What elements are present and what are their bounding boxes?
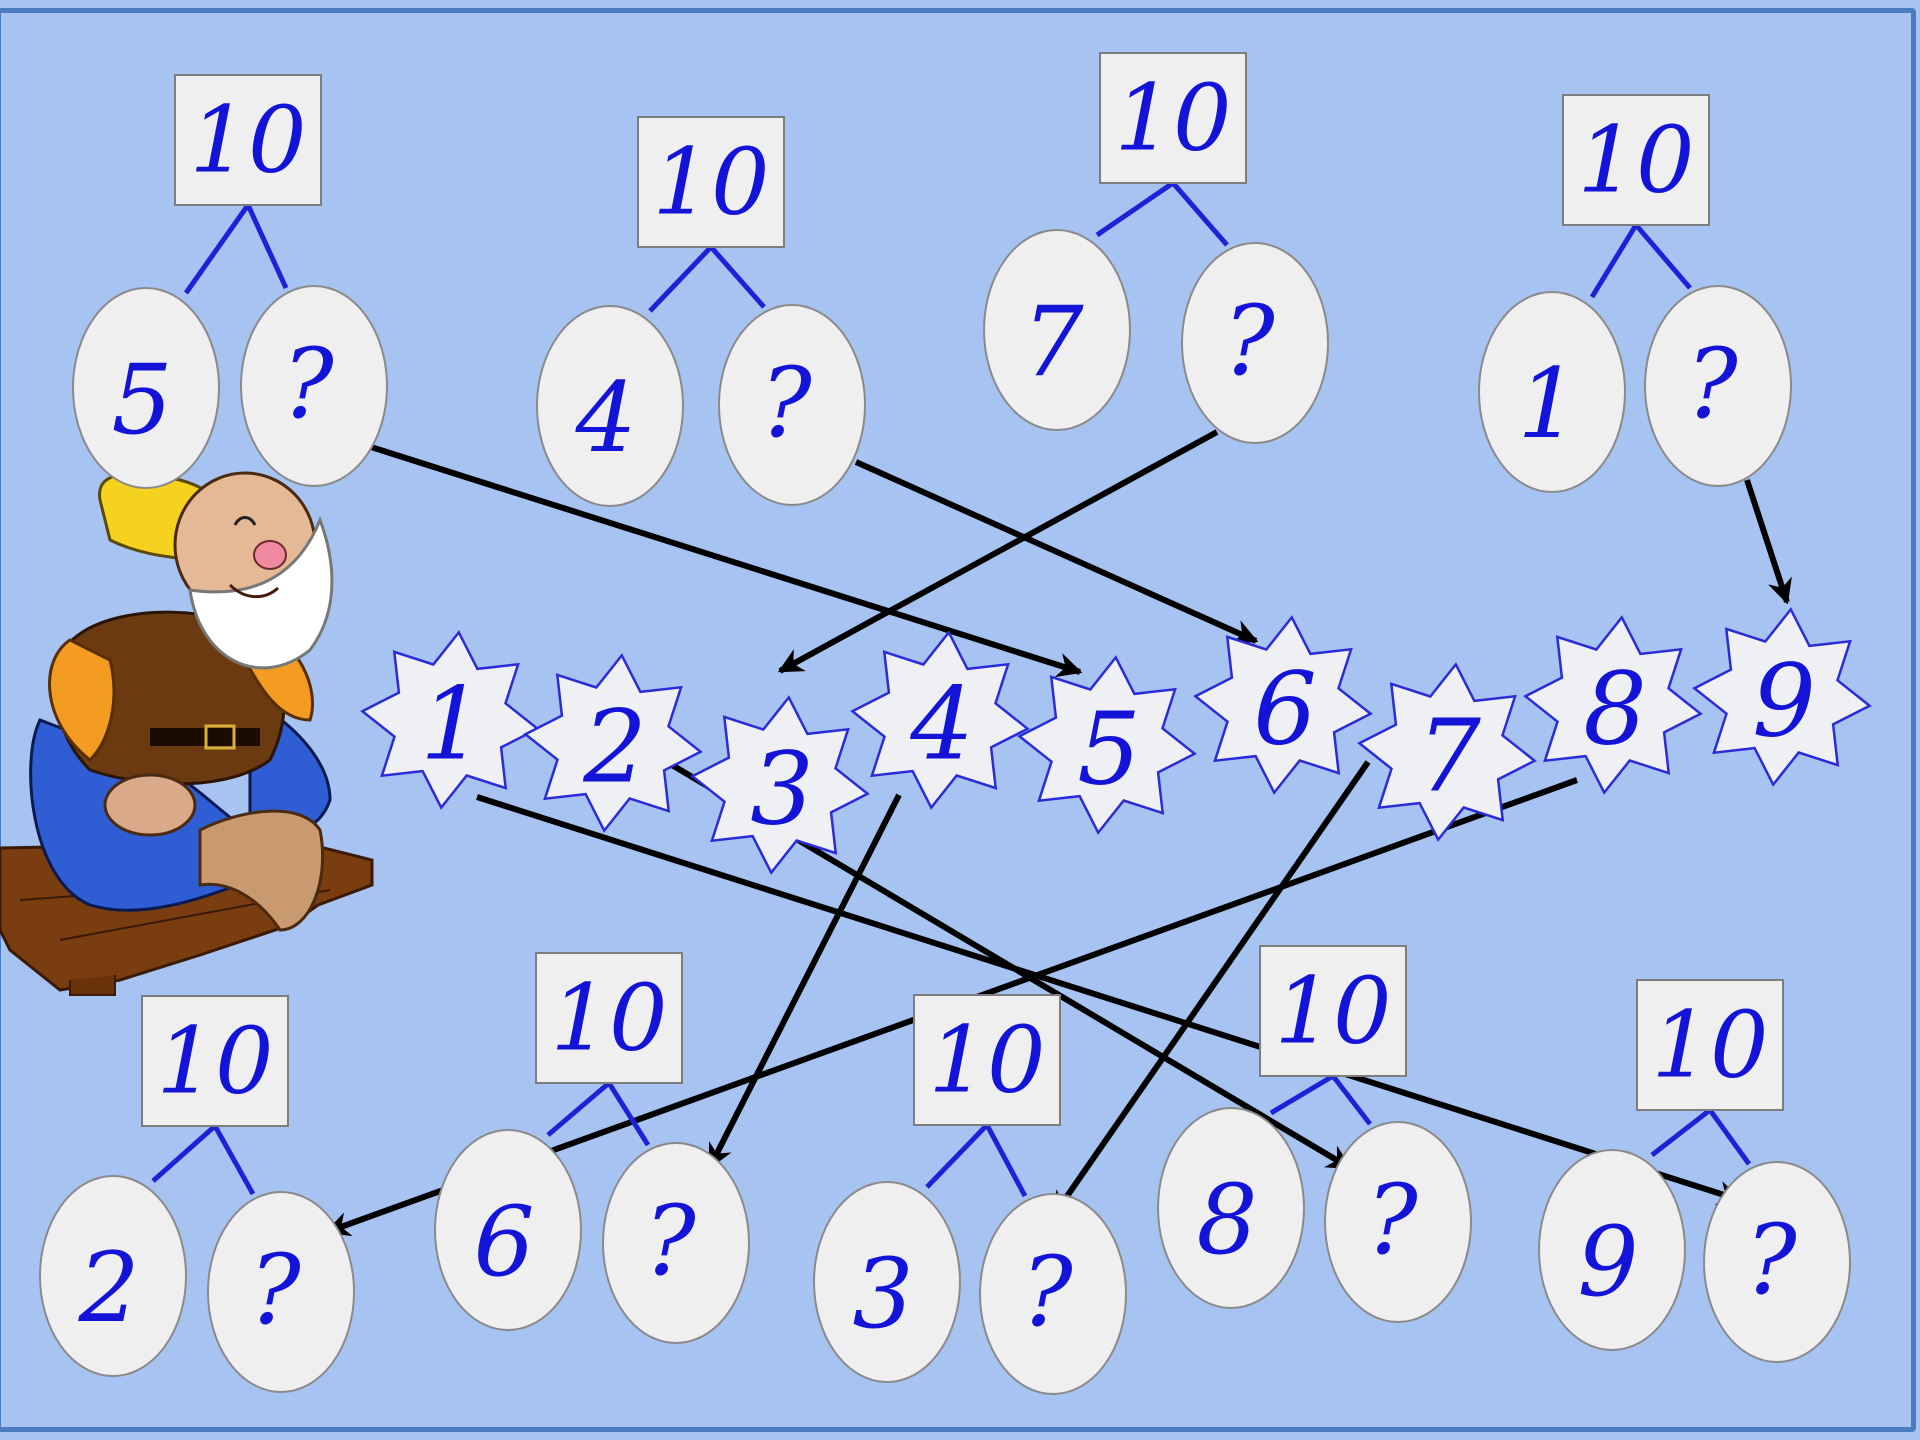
bond-branch-lines [1271, 1076, 1370, 1124]
total-value: 10 [1577, 107, 1694, 214]
known-part-value: 9 [1577, 1206, 1638, 1318]
bond-branch-lines [927, 1125, 1025, 1196]
connection-arrow [710, 795, 899, 1167]
number-star[interactable]: 8 [1525, 617, 1700, 792]
star-value: 3 [750, 731, 814, 848]
bond-branch-lines [186, 205, 286, 293]
number-bond: 10 6? [435, 953, 749, 1343]
number-star[interactable]: 6 [1195, 617, 1370, 792]
bond-branch-lines [1592, 225, 1690, 297]
number-bond: 10 3? [814, 995, 1126, 1394]
total-value: 10 [189, 87, 306, 194]
number-star[interactable]: 4 [852, 632, 1027, 807]
star-value: 7 [1417, 698, 1481, 815]
total-value: 10 [928, 1007, 1045, 1114]
missing-part-value: ? [760, 347, 812, 459]
total-value: 10 [1114, 65, 1231, 172]
connection-arrow [856, 462, 1256, 641]
dwarf-on-bench-icon [0, 473, 372, 995]
total-value: 10 [550, 965, 667, 1072]
missing-part-value: ? [282, 328, 334, 440]
number-bond: 10 1? [1479, 95, 1791, 492]
bond-branch-lines [1097, 183, 1227, 245]
bond-branch-lines [650, 247, 764, 311]
star-value: 4 [909, 666, 974, 783]
known-part-value: 6 [473, 1186, 534, 1298]
total-value: 10 [1274, 958, 1391, 1065]
connection-arrow [1747, 480, 1787, 602]
missing-part-value: ? [249, 1234, 301, 1346]
star-value: 6 [1253, 651, 1317, 768]
number-bond: 10 2? [40, 996, 354, 1392]
number-bond: 109? [1539, 980, 1850, 1362]
number-star[interactable]: 3 [692, 697, 867, 872]
star-value: 1 [420, 666, 484, 783]
known-part-value: 7 [1022, 286, 1083, 398]
bond-branch-lines [153, 1126, 253, 1194]
known-part-value: 2 [77, 1232, 139, 1344]
missing-part-value: ? [1021, 1236, 1073, 1348]
number-star[interactable]: 9 [1694, 609, 1869, 784]
number-bond: 10 4? [537, 117, 865, 506]
missing-part-value: ? [1745, 1204, 1797, 1316]
number-star[interactable]: 7 [1359, 664, 1534, 839]
known-part-value: 8 [1196, 1164, 1257, 1276]
missing-part-value: ? [1366, 1164, 1418, 1276]
known-part-value: 4 [574, 362, 636, 474]
number-star[interactable]: 1 [362, 632, 537, 807]
missing-part-value: ? [1686, 328, 1738, 440]
star-value: 5 [1077, 691, 1141, 808]
number-bond: 10 7? [984, 53, 1328, 443]
missing-part-value: ? [1223, 285, 1275, 397]
number-bond: 10 5? [73, 75, 387, 488]
total-value: 10 [652, 129, 769, 236]
known-part-value: 3 [852, 1238, 913, 1350]
star-value: 9 [1752, 643, 1816, 760]
number-star[interactable]: 5 [1019, 657, 1194, 832]
star-value: 8 [1583, 651, 1647, 768]
connection-arrow [371, 447, 1080, 672]
total-value: 10 [156, 1008, 273, 1115]
known-part-value: 5 [111, 344, 172, 456]
known-part-value: 1 [1517, 348, 1578, 460]
number-star[interactable]: 2 [525, 655, 700, 830]
star-value: 2 [582, 689, 647, 806]
missing-part-value: ? [644, 1185, 696, 1297]
bond-branch-lines [1652, 1110, 1749, 1164]
total-value: 10 [1651, 992, 1768, 1099]
